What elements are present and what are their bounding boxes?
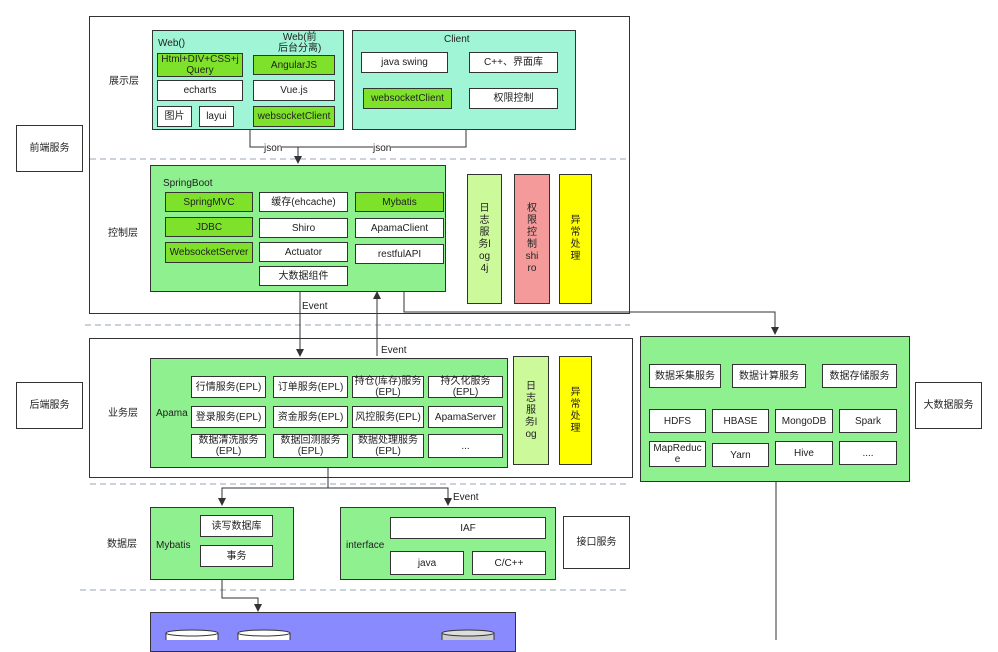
- shiro-box: 权限控制shiro: [514, 174, 550, 304]
- apama-risk-box: 风控服务(EPL): [352, 406, 424, 428]
- client-cpp-box: C++、界面库: [469, 52, 558, 73]
- client-websocket-client-box: websocketClient: [363, 88, 452, 109]
- client-java-swing-box: java swing: [361, 52, 448, 73]
- bd-spark-box: Spark: [839, 409, 897, 433]
- apama-persist-box: 持久化服务 (EPL): [428, 376, 503, 398]
- sb-mybatis-box: Mybatis: [355, 192, 444, 212]
- exception-text: 异常处理: [570, 215, 581, 262]
- shiro-text: 权限控制shiro: [525, 203, 539, 274]
- event-label-3: Event: [453, 492, 479, 503]
- apama-process-box: 数据处理服务 (EPL): [352, 434, 424, 458]
- to-mybatis: [218, 487, 328, 506]
- sb-apamaclient-box: ApamaClient: [355, 218, 444, 238]
- mybatis-rw-box: 读写数据库: [200, 515, 273, 537]
- json-label-2: json: [373, 143, 392, 154]
- exception-text-2: 异常处理: [570, 386, 581, 434]
- apama-clean-box: 数据清洗服务 (EPL): [191, 434, 266, 458]
- backend-service-label: 后端服务: [16, 382, 83, 429]
- web-angularjs-box: AngularJS: [253, 55, 335, 75]
- apama-login-box: 登录服务(EPL): [191, 406, 266, 428]
- sb-websocketserver-box: WebsocketServer: [165, 242, 253, 263]
- web-title-separated: Web(前 后台分离): [278, 32, 322, 54]
- apama-title: Apama: [156, 408, 188, 419]
- apama-server-box: ApamaServer: [428, 406, 503, 428]
- sb-springmvc-box: SpringMVC: [165, 192, 253, 212]
- bd-storage-box: 数据存储服务: [822, 364, 897, 388]
- backend-frame: [89, 338, 633, 478]
- bigdata-link: [403, 292, 779, 335]
- web-image-box: 图片: [157, 106, 192, 127]
- iface-iaf-box: IAF: [390, 517, 546, 539]
- client-title: Client: [444, 34, 470, 45]
- web-title: Web(): [158, 38, 186, 49]
- log4j-box: 日志服务log4j: [467, 174, 502, 304]
- apama-position-box: 持仓(库存)服务 (EPL): [352, 376, 424, 398]
- event-label-1: Event: [302, 301, 328, 312]
- web-websocket-client-box: websocketClient: [253, 106, 335, 127]
- to-interface: [328, 487, 452, 506]
- data-layer-label: 数据层: [107, 539, 137, 550]
- bd-more-box: ....: [839, 441, 897, 465]
- bd-yarn-box: Yarn: [712, 443, 769, 467]
- database-container: [150, 612, 516, 652]
- business-layer-label: 业务层: [108, 408, 138, 419]
- web-echarts-box: echarts: [157, 80, 243, 101]
- mybatis-tx-box: 事务: [200, 545, 273, 567]
- sb-shiro-box: Shiro: [259, 218, 348, 238]
- sb-ehcache-box: 缓存(ehcache): [259, 192, 348, 212]
- iface-cpp-box: C/C++: [472, 551, 546, 575]
- apama-fund-box: 资金服务(EPL): [273, 406, 348, 428]
- bd-hdfs-box: HDFS: [649, 409, 706, 433]
- sb-jdbc-box: JDBC: [165, 217, 253, 237]
- iface-java-box: java: [390, 551, 464, 575]
- event-label-2: Event: [381, 345, 407, 356]
- sb-restfulapi-box: restfulAPI: [355, 244, 444, 264]
- interface-title: interface: [346, 540, 385, 551]
- client-permission-box: 权限控制: [469, 88, 558, 109]
- control-layer-label: 控制层: [108, 228, 138, 239]
- springboot-title: SpringBoot: [163, 178, 213, 189]
- json-label-1: json: [264, 143, 283, 154]
- bd-mapreduce-box: MapReduc e: [649, 441, 706, 467]
- apama-more-box: ...: [428, 434, 503, 458]
- client-container: [352, 30, 576, 130]
- log-text: 日志服务log: [524, 380, 538, 440]
- exception-box: 异常处理: [559, 174, 592, 304]
- apama-quote-box: 行情服务(EPL): [191, 376, 266, 398]
- bd-collect-box: 数据采集服务: [649, 364, 721, 388]
- sb-bigdata-component-box: 大数据组件: [259, 266, 348, 286]
- apama-backtest-box: 数据回测服务 (EPL): [273, 434, 348, 458]
- bigdata-service-label: 大数据服务: [915, 382, 982, 429]
- frontend-service-label: 前端服务: [16, 125, 83, 172]
- json-line-client: [298, 130, 467, 148]
- log4j-text: 日志服务log4j: [478, 203, 491, 274]
- web-layui-box: layui: [199, 106, 234, 127]
- frontend-frame: [89, 16, 630, 314]
- sb-actuator-box: Actuator: [259, 242, 348, 262]
- web-html-box: Html+DIV+CSS+j Query: [157, 53, 243, 77]
- interface-service-label: 接口服务: [563, 516, 630, 569]
- to-database: [221, 580, 262, 612]
- mybatis-title: Mybatis: [156, 540, 191, 551]
- display-layer-label: 展示层: [109, 76, 139, 87]
- bd-compute-box: 数据计算服务: [732, 364, 806, 388]
- log-box: 日志服务log: [513, 356, 549, 465]
- exception-box-2: 异常处理: [559, 356, 592, 465]
- apama-order-box: 订单服务(EPL): [273, 376, 348, 398]
- bd-hbase-box: HBASE: [712, 409, 769, 433]
- bd-mongodb-box: MongoDB: [775, 409, 833, 433]
- bd-hive-box: Hive: [775, 441, 833, 465]
- web-vuejs-box: Vue.js: [253, 80, 335, 101]
